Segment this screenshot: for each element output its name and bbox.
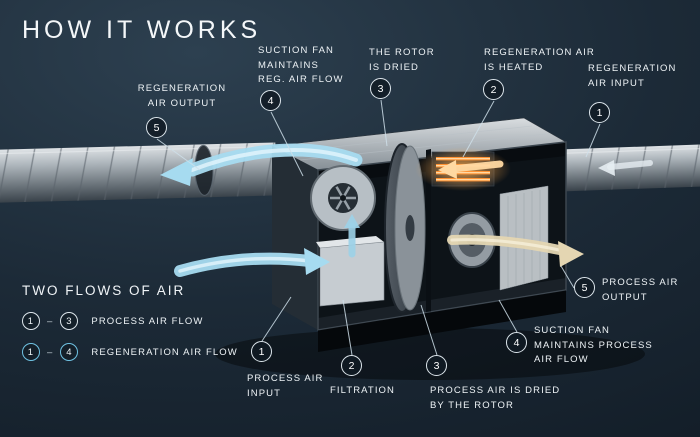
callout-badge-5-regeneration-output: 5: [146, 117, 167, 138]
callout-label-filtration: FILTRATION: [330, 385, 396, 396]
legend-range-dash: –: [47, 315, 54, 327]
callout-badge-2-filtration: 2: [341, 355, 362, 376]
callout-badge-1-regeneration-input: 1: [589, 102, 610, 123]
legend-label-process-flow: PROCESS AIR FLOW: [91, 315, 204, 327]
callout-badge-4-suction-fan-reg: 4: [260, 90, 281, 111]
callout-label-process-air-output: PROCESS AIR OUTPUT: [602, 277, 679, 303]
legend-heading: TWO FLOWS OF AIR: [22, 283, 186, 298]
legend-row-regeneration-flow: 1 – 4 REGENERATION AIR FLOW: [22, 343, 238, 361]
legend-badge-regeneration-to: 4: [60, 343, 79, 361]
callout-badge-3-process-dried: 3: [426, 355, 447, 376]
callout-badge-5-process-output: 5: [574, 277, 595, 298]
callout-label-suction-fan-reg: SUCTION FAN MAINTAINS REG. AIR FLOW: [258, 45, 344, 86]
callout-label-regeneration-air-output: REGENERATION AIR OUTPUT: [137, 83, 227, 109]
callout-label-process-air-input: PROCESS AIR INPUT: [247, 373, 324, 399]
callout-label-regeneration-air-input: REGENERATION AIR INPUT: [588, 63, 677, 89]
page-title: HOW IT WORKS: [22, 16, 262, 44]
callout-label-process-air-dried: PROCESS AIR IS DRIED BY THE ROTOR: [430, 385, 561, 411]
legend-range-dash: –: [47, 346, 54, 358]
callout-badge-2-regeneration-heated: 2: [483, 79, 504, 100]
legend-badge-regeneration-from: 1: [22, 343, 40, 361]
callout-label-regeneration-heated: REGENERATION AIR IS HEATED: [484, 47, 595, 73]
legend: TWO FLOWS OF AIR 1 – 3 PROCESS AIR FLOW …: [22, 283, 238, 374]
legend-row-process-flow: 1 – 3 PROCESS AIR FLOW: [22, 312, 238, 330]
legend-badge-process-from: 1: [22, 312, 40, 330]
callout-label-suction-fan-process: SUCTION FAN MAINTAINS PROCESS AIR FLOW: [534, 325, 653, 366]
callout-label-rotor-dried: THE ROTOR IS DRIED: [369, 47, 435, 73]
legend-badge-process-to: 3: [60, 312, 79, 330]
legend-label-regeneration-flow: REGENERATION AIR FLOW: [91, 346, 238, 358]
callout-badge-4-suction-fan-process: 4: [506, 332, 527, 353]
callout-badge-3-rotor-dried: 3: [370, 78, 391, 99]
callout-badge-1-process-input: 1: [251, 341, 272, 362]
